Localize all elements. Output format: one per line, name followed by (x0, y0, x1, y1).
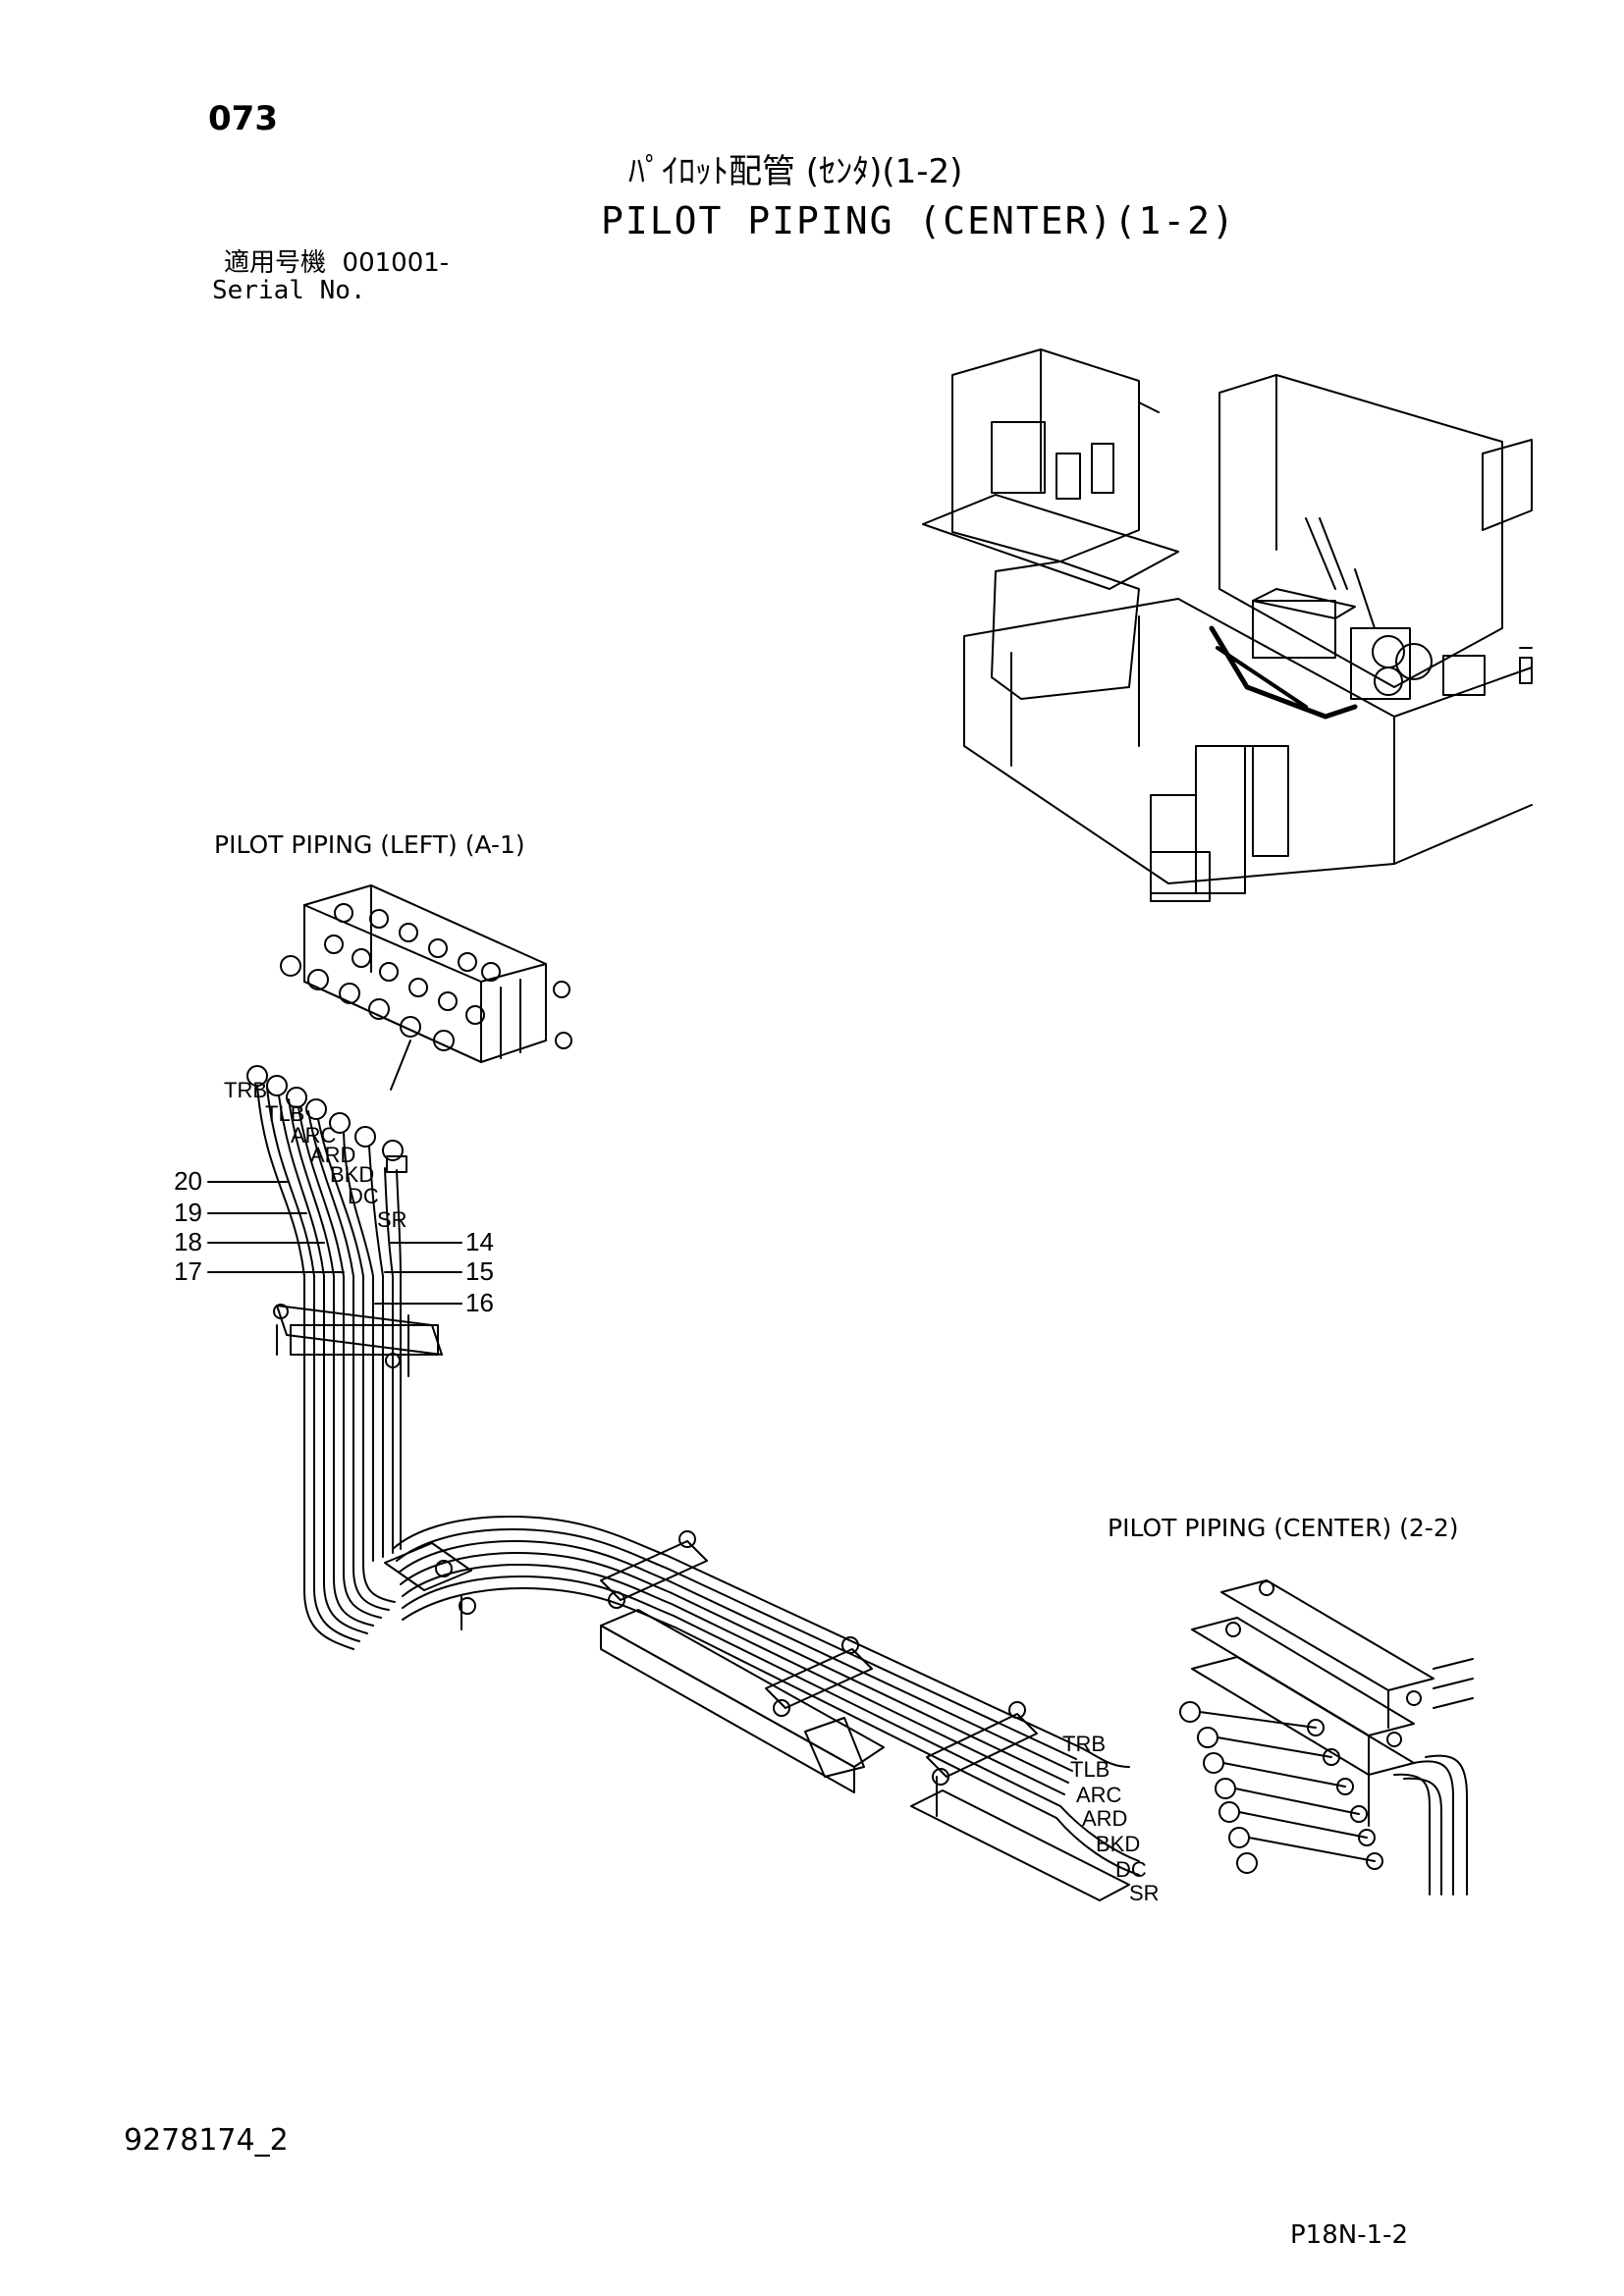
callout-right-2: 16 (465, 1288, 494, 1317)
port-label-top-6: SR (377, 1207, 407, 1232)
callout-left-1: 19 (174, 1198, 202, 1227)
callout-right-0: 14 (465, 1227, 494, 1256)
serial-value: 001001- (342, 248, 450, 278)
callout-left-3: 17 (174, 1256, 202, 1286)
port-label-top-1: TLB (265, 1101, 304, 1126)
port-label-bottom-1: TLB (1070, 1757, 1110, 1782)
reference-center: PILOT PIPING (CENTER) (2-2) (1108, 1514, 1459, 1542)
port-label-top-5: DC (348, 1184, 379, 1208)
callout-left-2: 18 (174, 1227, 202, 1256)
port-label-bottom-5: DC (1115, 1857, 1147, 1882)
port-label-bottom-6: SR (1129, 1881, 1160, 1905)
end-fittings (1179, 1701, 1383, 1874)
port-label-top-0: TRB (224, 1078, 267, 1102)
valve-manifold (280, 884, 572, 1091)
serial-line-japanese: 適用号機 001001- (224, 250, 449, 276)
serial-label-japanese: 適用号機 (224, 248, 327, 278)
port-label-bottom-3: ARD (1082, 1806, 1127, 1831)
callout-leaders (207, 1181, 462, 1305)
port-label-top-3: ARD (310, 1143, 355, 1167)
title-english: PILOT PIPING (CENTER)(1-2) (601, 199, 1236, 242)
port-label-bottom-4: BKD (1096, 1832, 1140, 1856)
serial-label-english: Serial No. (212, 276, 366, 305)
port-label-bottom-2: ARC (1076, 1783, 1122, 1807)
callout-right-1: 15 (465, 1256, 494, 1286)
document-number: 9278174_2 (124, 2123, 289, 2158)
title-japanese: ﾊﾟｲﾛｯﾄ配管 (ｾﾝﾀ)(1-2) (628, 152, 963, 191)
hose-bundle-horizontal (384, 1516, 1140, 1901)
port-label-bottom-0: TRB (1062, 1732, 1106, 1756)
reference-left: PILOT PIPING (LEFT) (A-1) (214, 830, 525, 859)
page-code: P18N-1-2 (1290, 2220, 1409, 2250)
machine-overview (922, 348, 1533, 902)
end-bracket (1179, 1579, 1474, 1896)
port-label-top-4: BKD (330, 1162, 374, 1187)
callout-left-0: 20 (174, 1166, 202, 1196)
hose-bundle-vertical (246, 1065, 443, 1650)
page-number: 073 (208, 99, 278, 138)
port-label-top-2: ARC (291, 1123, 337, 1148)
